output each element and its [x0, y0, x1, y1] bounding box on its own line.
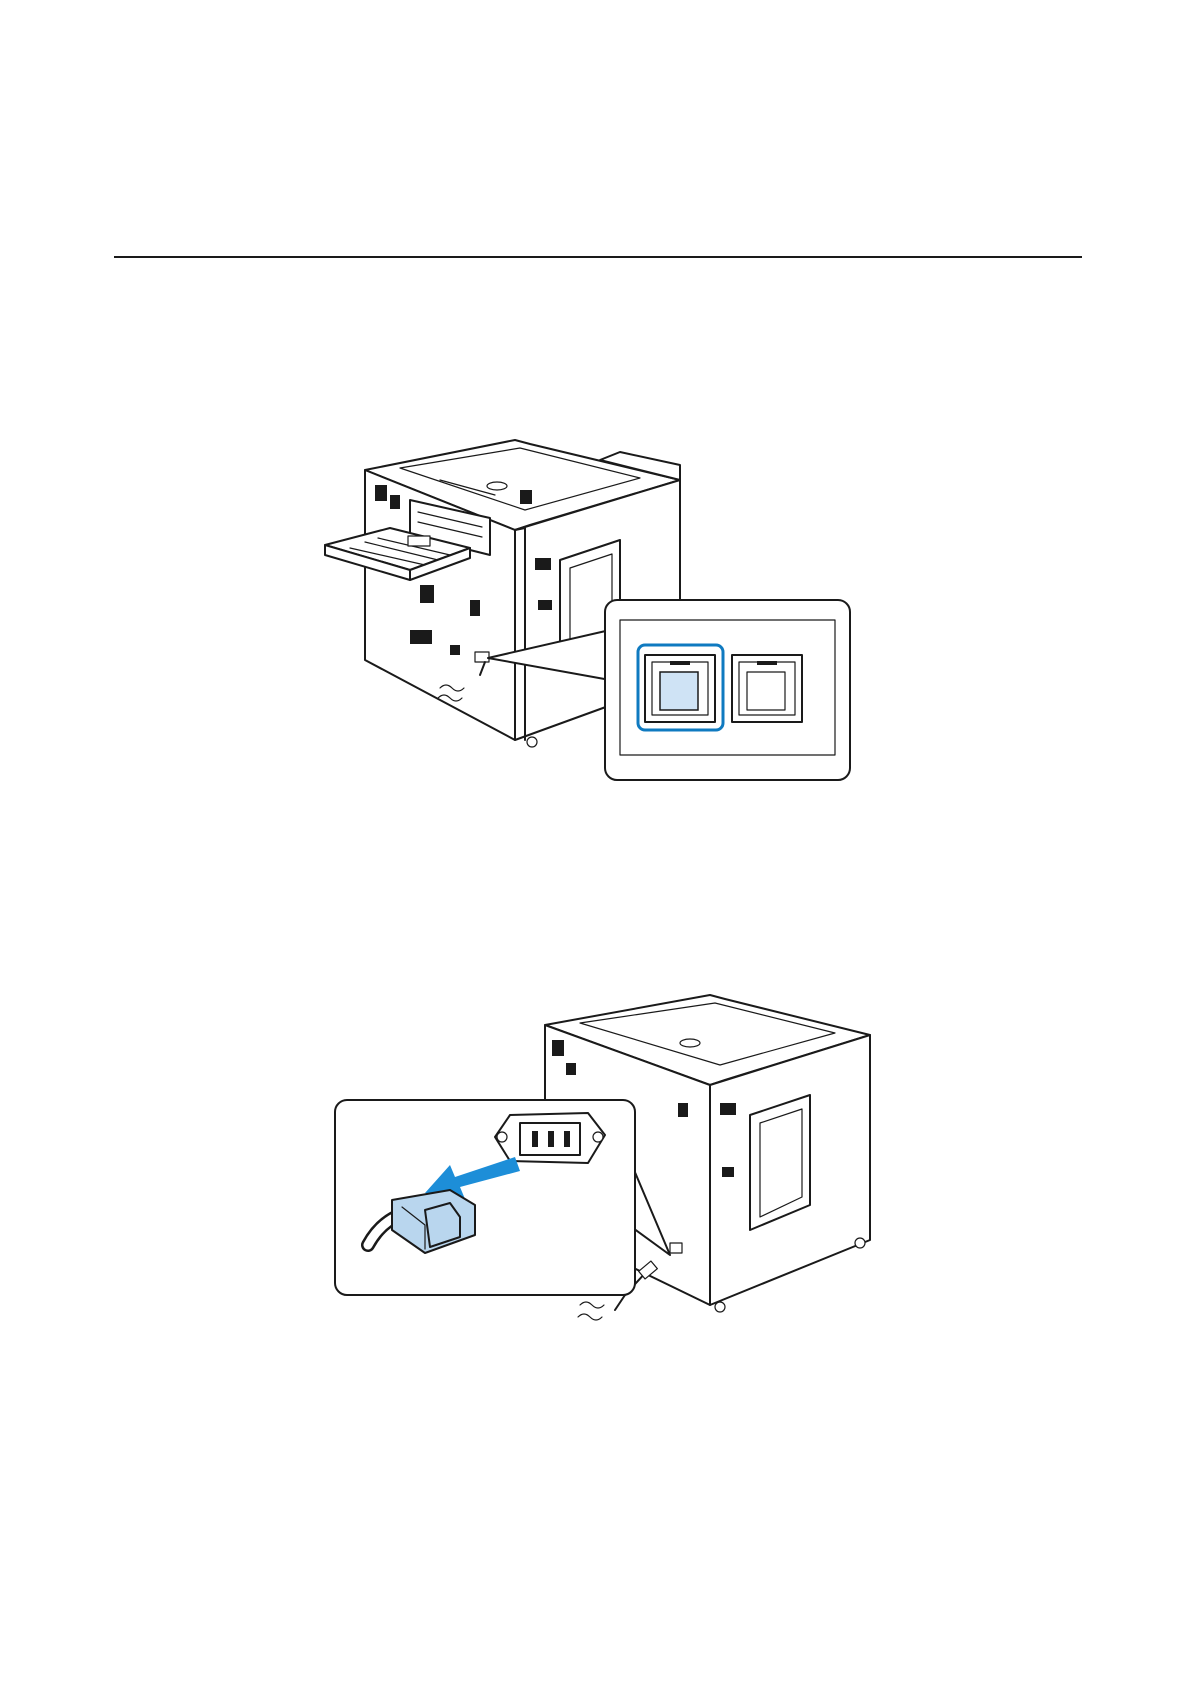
printer-unplug-illustration [330, 985, 930, 1355]
header-rule [114, 256, 1082, 258]
ac-inlet [495, 1113, 605, 1163]
switch-rocker-off [747, 672, 785, 710]
power-switch-small [475, 652, 489, 662]
printer-switch-svg [320, 430, 930, 850]
switch-rocker-on [660, 672, 698, 710]
power-inlet-small [670, 1243, 682, 1253]
printer-unplug-svg [330, 985, 930, 1355]
switch-callout-box [605, 600, 850, 780]
printer-switch-illustration [320, 430, 930, 850]
